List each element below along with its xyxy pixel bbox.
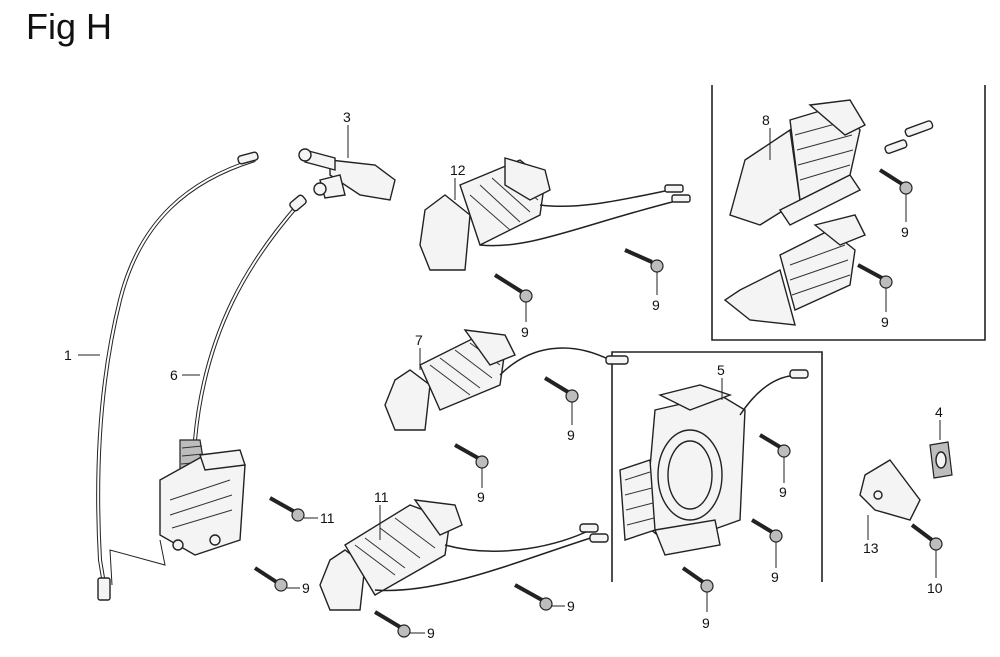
callout-9-a: 9 (521, 324, 529, 340)
bolt-9-p12a (878, 168, 913, 195)
bolt-10 (910, 523, 943, 551)
callout-3: 12 (450, 162, 466, 178)
callout-9-k: 9 (702, 615, 710, 631)
inset-box-middle (611, 351, 823, 582)
ignition-coil-part-1 (159, 194, 307, 556)
callout-9-j: 9 (771, 569, 779, 585)
callout-7: 5 (717, 362, 725, 378)
callout-9-i: 9 (779, 484, 787, 500)
exciter-coil-part-7 (619, 369, 809, 556)
figure-title: Fig H (26, 6, 113, 47)
callout-9-d: 9 (477, 489, 485, 505)
bolt-9-p7c (681, 566, 714, 593)
callout-2: 3 (343, 109, 351, 125)
callout-8: 1 (64, 347, 72, 363)
bolt-leaders (78, 194, 937, 634)
callout-1: 6 (170, 367, 178, 383)
callout-12: 8 (762, 112, 770, 128)
callout-11-upper: 11 (320, 510, 335, 526)
callout-4: 13 (863, 540, 879, 556)
bolt-11a (269, 496, 305, 522)
bolt-11b (253, 566, 288, 592)
callout-9-b: 9 (652, 297, 660, 313)
callout-9-h: 9 (881, 314, 889, 330)
callout-9-g: 9 (901, 224, 909, 240)
callout-6: 7 (415, 332, 423, 348)
bolt-9-p7a (758, 433, 791, 458)
bolt-9-p7b (750, 518, 783, 543)
bolt-9-p6b (454, 443, 489, 469)
ground-wire-part-8 (96, 151, 259, 601)
bracket-part-4 (859, 459, 921, 540)
callout-9-f: 9 (427, 625, 435, 641)
inset-box-right (711, 85, 986, 341)
bolt-9-p6a (543, 376, 579, 403)
exciter-coil-part-6 (384, 329, 629, 431)
bolt-9-p12b (857, 263, 893, 289)
plate-part-5 (929, 420, 953, 479)
bolt-9-p13a (514, 583, 553, 611)
bolts (253, 168, 943, 638)
bolt-9-p13b (373, 610, 411, 638)
callout-10: 10 (927, 580, 943, 596)
callout-9-e: 9 (567, 598, 575, 614)
callout-9-c: 9 (567, 427, 575, 443)
spark-plug-cap-part-2 (298, 125, 396, 201)
callout-11-lower: 9 (302, 580, 310, 596)
exciter-coil-part-13 (319, 499, 609, 611)
bolt-9-p3b (624, 248, 664, 273)
callout-13: 11 (374, 489, 389, 505)
callout-5: 4 (935, 404, 943, 420)
exciter-coil-part-3 (419, 157, 691, 271)
bolt-9-p3a (493, 273, 533, 303)
exciter-coil-part-12 (723, 99, 934, 326)
